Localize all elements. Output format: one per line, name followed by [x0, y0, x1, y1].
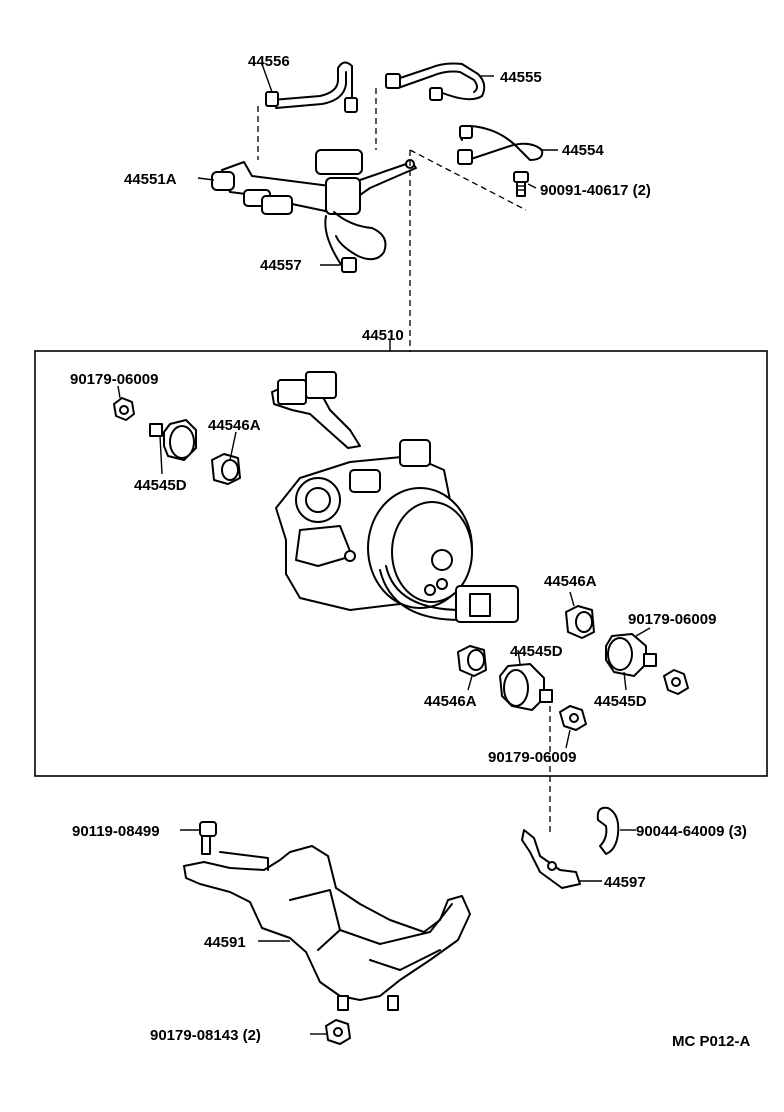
nut-right — [663, 669, 689, 695]
cushion-44546a-right — [565, 605, 595, 639]
label-44545d-right: 44545D — [594, 693, 647, 710]
label-90179-08143: 90179-08143 (2) — [150, 1027, 261, 1044]
bracket-44551a — [211, 149, 417, 215]
guide-line-top — [257, 88, 527, 352]
label-90091-40617: 90091-40617 (2) — [540, 182, 651, 199]
label-90119-08499: 90119-08499 — [72, 823, 160, 840]
label-44597: 44597 — [604, 874, 646, 891]
clamp-90044 — [596, 806, 620, 855]
label-90044-64009: 90044-64009 (3) — [636, 823, 747, 840]
label-44556: 44556 — [248, 53, 290, 70]
abs-actuator-44510 — [271, 371, 519, 623]
label-44546a-right: 44546A — [544, 573, 597, 590]
label-nut-bottom: 90179-06009 — [488, 749, 576, 766]
insulator-44545d-right — [605, 633, 657, 677]
label-44591: 44591 — [204, 934, 246, 951]
brake-tube-44555 — [385, 62, 486, 101]
assembly-box-44510 — [34, 350, 768, 777]
label-nut-right: 90179-06009 — [628, 611, 716, 628]
insulator-44545d-top-left — [149, 419, 197, 461]
label-44545d-center: 44545D — [510, 643, 563, 660]
insulator-44545d-center — [499, 663, 553, 711]
brake-tube-44554 — [457, 125, 544, 165]
nut-top-left — [113, 397, 135, 421]
bolt-90091 — [513, 171, 529, 197]
label-44557: 44557 — [260, 257, 302, 274]
label-44546a-bottom-left: 44546A — [424, 693, 477, 710]
label-44555: 44555 — [500, 69, 542, 86]
label-44545d-top-left: 44545D — [134, 477, 187, 494]
label-44546a-top-left: 44546A — [208, 417, 261, 434]
brake-tube-44557 — [324, 211, 387, 273]
label-nut-top-left: 90179-06009 — [70, 371, 158, 388]
label-44554: 44554 — [562, 142, 604, 159]
label-44551a: 44551A — [124, 171, 177, 188]
cushion-44546a-bottom-left — [457, 645, 487, 677]
bracket-44597 — [521, 829, 581, 889]
nut-bottom — [559, 705, 587, 731]
nut-90179-08143 — [325, 1019, 351, 1045]
cushion-44546a-top-left — [211, 453, 241, 485]
bracket-44591 — [183, 845, 471, 1011]
label-44510: 44510 — [362, 327, 404, 344]
bolt-90119 — [199, 821, 217, 855]
diagram-code: MC P012-A — [672, 1033, 751, 1050]
